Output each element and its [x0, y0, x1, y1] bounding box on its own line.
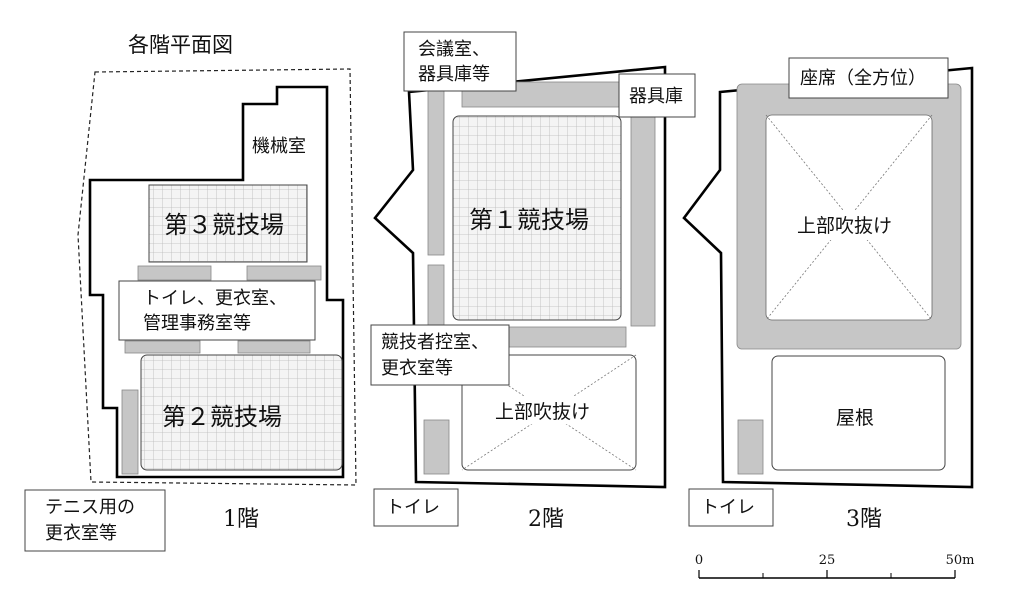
corridor-block-right [246, 265, 322, 281]
scale-label-50m: 50m [946, 553, 975, 568]
floor-1-plan: 機械室 第３競技場 トイレ、更衣室、 管理事務室等 第２競技場 テニス用の 更衣… [24, 68, 357, 552]
seating-label: 座席（全方位） [800, 68, 926, 89]
athlete-label-line2: 更衣室等 [381, 358, 453, 379]
floor-2-plan: 第１競技場 上部吹抜け 会議室、 器具庫等 器具庫 競技者控室、 更衣室等 トイ… [370, 31, 696, 532]
arena-2-label: 第２競技場 [162, 403, 282, 431]
floor-3-plan: 上部吹抜け 屋根 座席（全方位） トイレ 3階 [682, 57, 974, 532]
void-label-mask-2f [492, 396, 588, 424]
arena-3-label: 第３競技場 [164, 211, 284, 239]
arena-1-label: 第１競技場 [469, 206, 589, 234]
seating-label-box [788, 57, 949, 99]
void-label-mask-3f [795, 210, 900, 240]
lower-block-left [124, 340, 201, 354]
tennis-label-box [24, 489, 166, 552]
equipment-label: 器具庫 [629, 86, 683, 107]
toilet-label-2f: トイレ [386, 497, 440, 518]
toilet-block-3f [737, 419, 764, 475]
corridor-block-left [137, 265, 212, 281]
void-label-2f: 上部吹抜け [495, 401, 590, 423]
facilities-label-line2: 管理事務室等 [143, 313, 251, 334]
scale-bar: 0 25 50m [695, 553, 975, 579]
facilities-label-line1: トイレ、更衣室、 [143, 288, 287, 309]
toilet-label-box-3f [688, 488, 774, 527]
toilet-label-3f: トイレ [701, 497, 755, 518]
meeting-label-box [403, 31, 517, 92]
facilities-label-box [118, 280, 316, 341]
athlete-label-box [370, 324, 510, 386]
lower-block-right [237, 340, 311, 354]
athlete-room-bar [504, 326, 627, 348]
storage-left-bar-upper [427, 89, 445, 256]
scale-label-0: 0 [695, 553, 703, 568]
void-label-3f: 上部吹抜け [797, 215, 892, 237]
arena-2-court [140, 354, 343, 471]
storage-left-bar-lower [427, 264, 445, 331]
tennis-label-line2: 更衣室等 [45, 523, 117, 544]
roof-area [771, 355, 946, 471]
floor-2-name: 2階 [528, 507, 564, 532]
floor-1-site-boundary [77, 68, 357, 486]
diagram-title: 各階平面図 [128, 33, 233, 57]
athlete-label-line1: 競技者控室、 [381, 332, 489, 353]
roof-label: 屋根 [836, 407, 874, 429]
meeting-label-line2: 器具庫等 [418, 64, 490, 85]
floor-1-name: 1階 [223, 507, 259, 532]
scale-label-25: 25 [819, 553, 836, 568]
arena-1-court [452, 115, 622, 321]
toilet-label-box-2f [373, 488, 459, 527]
tennis-changing-block [121, 389, 139, 475]
floor-3-name: 3階 [846, 507, 882, 532]
machine-room-label: 機械室 [252, 136, 306, 157]
arena-3-court [148, 184, 308, 263]
toilet-block-2f [423, 419, 450, 475]
meeting-label-line1: 会議室、 [418, 39, 490, 60]
storage-right-bar [630, 111, 656, 327]
tennis-label-line1: テニス用の [45, 497, 135, 518]
equipment-label-box [618, 73, 696, 118]
